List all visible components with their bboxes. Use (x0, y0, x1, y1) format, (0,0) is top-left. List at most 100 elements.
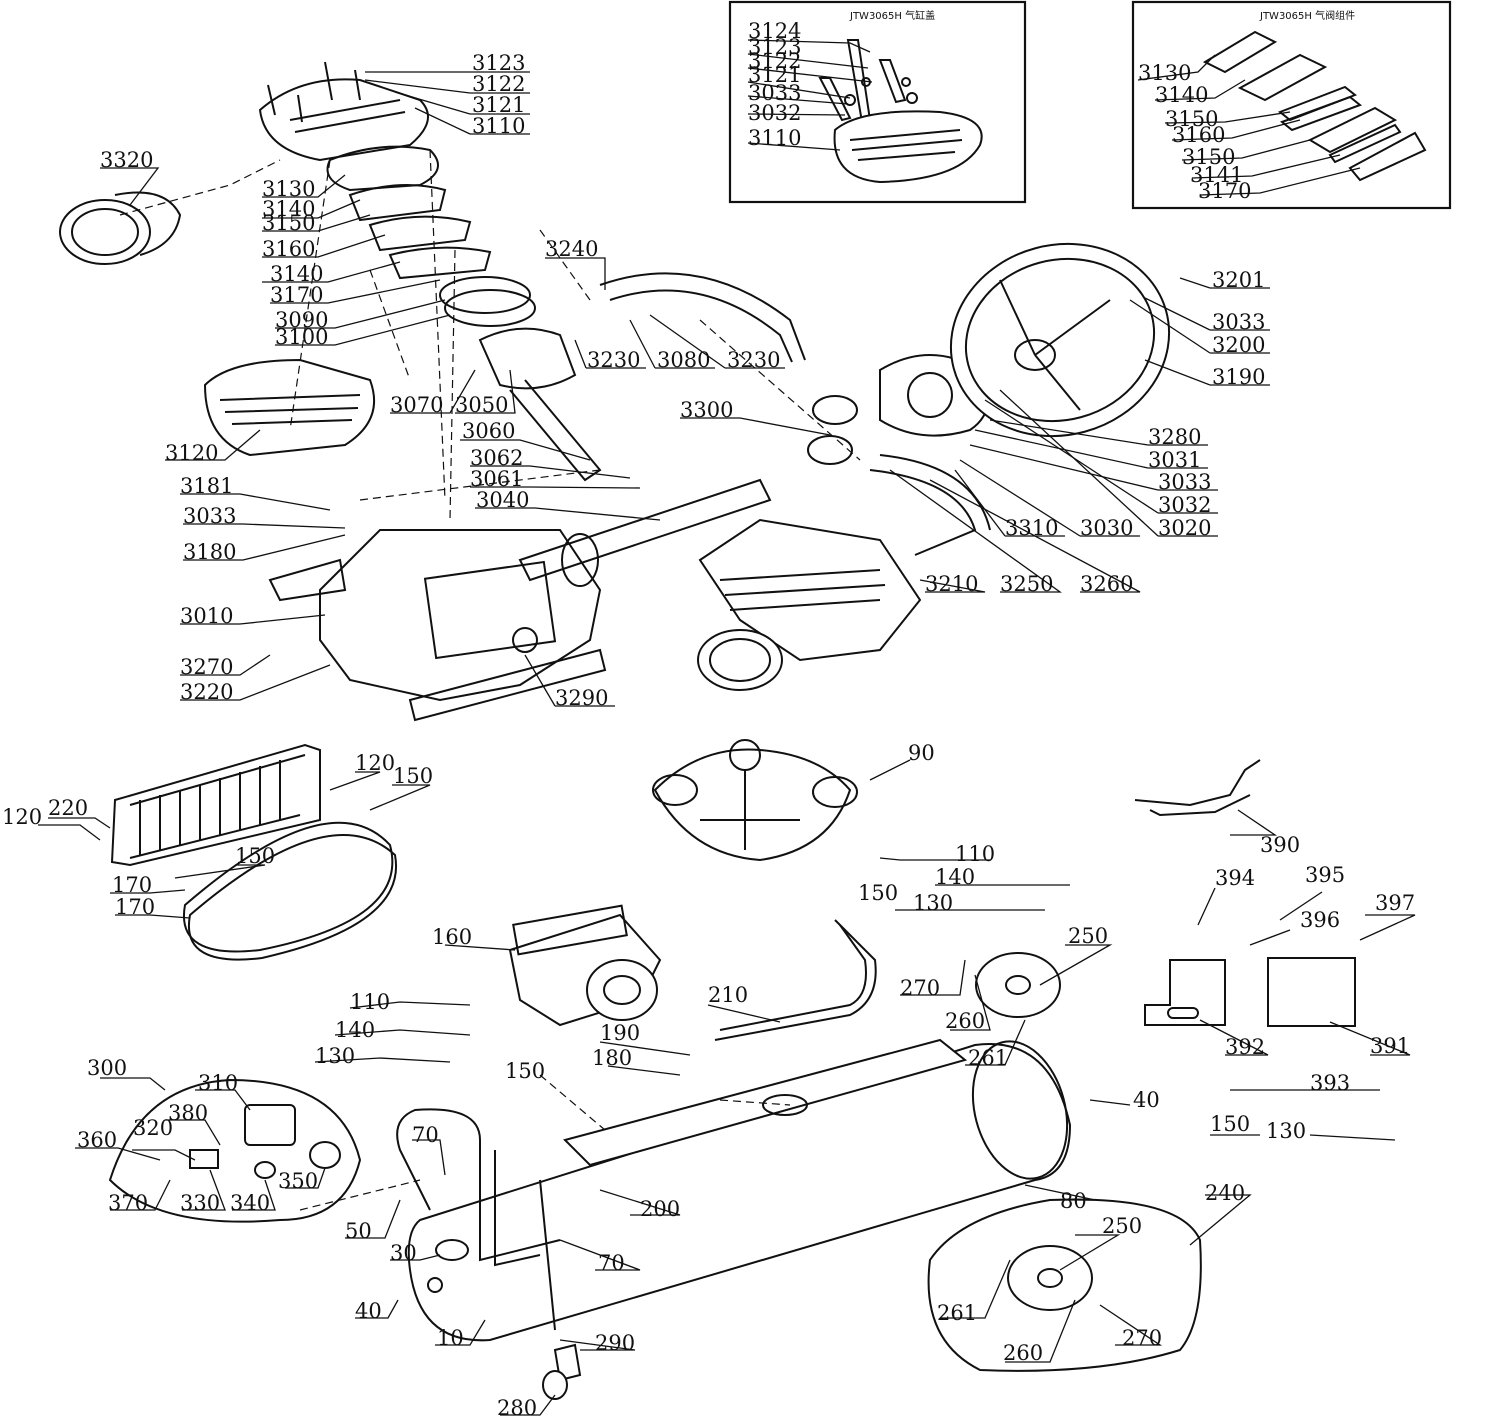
label-70-a: 70 (412, 1123, 439, 1147)
label-3031: 3031 (1148, 448, 1201, 472)
label-3201: 3201 (1212, 268, 1265, 292)
lower-assembly (108, 739, 1356, 1400)
label-3180: 3180 (183, 540, 236, 564)
label-310: 310 (198, 1071, 238, 1095)
label-3160-inset: 3160 (1172, 123, 1225, 147)
label-3140-b: 3140 (270, 262, 323, 286)
label-80: 80 (1060, 1189, 1087, 1213)
label-220: 220 (48, 796, 88, 820)
inset-cylinder-head-title: JTW3065H 气缸盖 (849, 9, 935, 22)
label-3310: 3310 (1005, 516, 1058, 540)
label-150-d: 150 (505, 1059, 545, 1083)
label-3290: 3290 (555, 686, 608, 710)
inset-valve-assembly: JTW3065H 气阀组件 (1131, 0, 1452, 210)
label-380: 380 (168, 1101, 208, 1125)
label-3121: 3121 (472, 93, 525, 117)
label-270-a: 270 (900, 976, 940, 1000)
label-110-b: 110 (350, 990, 390, 1014)
label-3120: 3120 (165, 441, 218, 465)
label-140-a: 140 (935, 865, 975, 889)
label-3250: 3250 (1000, 572, 1053, 596)
label-3080: 3080 (657, 348, 710, 372)
label-3150-inset-a: 3150 (1165, 107, 1218, 131)
label-300: 300 (87, 1056, 127, 1080)
label-395: 395 (1305, 863, 1345, 887)
label-340: 340 (230, 1191, 270, 1215)
label-3170: 3170 (270, 283, 323, 307)
label-170-b: 170 (115, 895, 155, 919)
label-3240: 3240 (545, 237, 598, 261)
label-3010: 3010 (180, 604, 233, 628)
label-3033-b: 3033 (1158, 470, 1211, 494)
label-3200: 3200 (1212, 333, 1265, 357)
label-3130-inset: 3130 (1138, 61, 1191, 85)
label-3121-inset: 3121 (748, 63, 801, 87)
label-130-c: 130 (1266, 1119, 1306, 1143)
label-250-b: 250 (1102, 1214, 1142, 1238)
label-3110: 3110 (472, 114, 525, 138)
label-3123: 3123 (472, 51, 525, 75)
label-3260: 3260 (1080, 572, 1133, 596)
label-392: 392 (1225, 1035, 1265, 1059)
label-261-a: 261 (968, 1046, 1008, 1070)
label-180: 180 (592, 1046, 632, 1070)
label-360: 360 (77, 1128, 117, 1152)
label-3123-inset: 3123 (748, 35, 801, 59)
label-50: 50 (345, 1219, 372, 1243)
label-397: 397 (1375, 891, 1415, 915)
label-3062: 3062 (470, 446, 523, 470)
label-3141-inset: 3141 (1190, 163, 1243, 187)
label-350: 350 (278, 1169, 318, 1193)
label-40-a: 40 (1133, 1088, 1160, 1112)
label-3270: 3270 (180, 655, 233, 679)
label-3230-b: 3230 (727, 348, 780, 372)
label-280: 280 (497, 1396, 537, 1420)
label-200: 200 (640, 1197, 680, 1221)
label-210: 210 (708, 983, 748, 1007)
inset-valve-assembly-title: JTW3065H 气阀组件 (1259, 9, 1355, 22)
label-3070: 3070 (390, 393, 443, 417)
label-390: 390 (1260, 833, 1300, 857)
label-3032-inset: 3032 (748, 101, 801, 125)
label-3033-c: 3033 (183, 504, 236, 528)
label-3220: 3220 (180, 680, 233, 704)
label-90: 90 (908, 741, 935, 765)
label-130-b: 130 (315, 1044, 355, 1068)
label-261-b: 261 (937, 1301, 977, 1325)
label-30: 30 (390, 1241, 417, 1265)
label-140-b: 140 (335, 1018, 375, 1042)
label-150-a: 150 (393, 764, 433, 788)
label-320: 320 (133, 1116, 173, 1140)
label-3140-a: 3140 (262, 197, 315, 221)
label-3122: 3122 (472, 72, 525, 96)
label-3061: 3061 (470, 467, 523, 491)
label-330: 330 (180, 1191, 220, 1215)
label-3300: 3300 (680, 398, 733, 422)
label-70-b: 70 (598, 1251, 625, 1275)
label-394: 394 (1215, 866, 1255, 890)
label-391: 391 (1370, 1034, 1410, 1058)
label-120-a: 120 (355, 751, 395, 775)
label-370: 370 (108, 1191, 148, 1215)
label-290: 290 (595, 1331, 635, 1355)
label-40-b: 40 (355, 1299, 382, 1323)
inset-cylinder-head: JTW3065H 气缸盖 (728, 0, 1027, 204)
label-3160: 3160 (262, 237, 315, 261)
part-labels: 3124 3123 3122 3121 3033 3032 3110 3130 … (2, 19, 1415, 1420)
label-260-a: 260 (945, 1009, 985, 1033)
label-396: 396 (1300, 908, 1340, 932)
label-3181: 3181 (180, 474, 233, 498)
label-3040: 3040 (476, 488, 529, 512)
label-3030: 3030 (1080, 516, 1133, 540)
label-10: 10 (437, 1326, 464, 1350)
label-3050: 3050 (455, 393, 508, 417)
label-3280: 3280 (1148, 425, 1201, 449)
label-260-b: 260 (1003, 1341, 1043, 1365)
label-3190: 3190 (1212, 365, 1265, 389)
label-3020: 3020 (1158, 516, 1211, 540)
label-170-a: 170 (112, 873, 152, 897)
label-3150-inset-b: 3150 (1182, 145, 1235, 169)
label-270-b: 270 (1122, 1326, 1162, 1350)
label-3033-inset: 3033 (748, 81, 801, 105)
